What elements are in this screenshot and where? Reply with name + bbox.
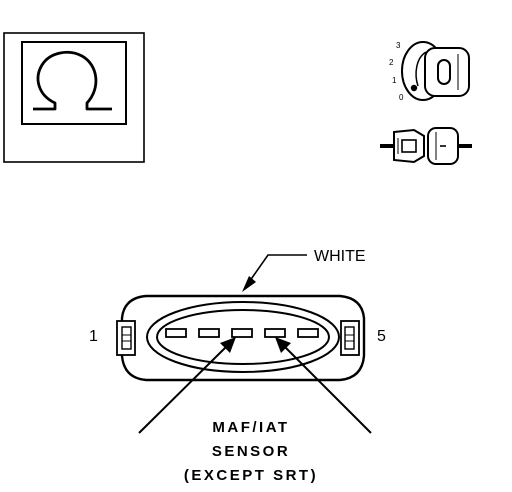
white-wire-callout: WHITE — [242, 248, 366, 292]
leader-arrows — [138, 337, 372, 434]
cavity-5 — [297, 328, 319, 338]
pin-5-label: 5 — [377, 328, 386, 345]
right-latch — [340, 320, 360, 356]
ohm-icon — [33, 50, 112, 111]
terminal-cavities — [165, 328, 319, 338]
pin-1-label: 1 — [89, 328, 98, 345]
ignition-position-1: 1 — [392, 76, 397, 85]
ignition-position-3: 3 — [396, 41, 401, 50]
caption-line-1: MAF/IAT — [212, 419, 289, 436]
cavity-3 — [231, 328, 253, 338]
ignition-position-2: 2 — [389, 58, 394, 67]
left-latch — [116, 320, 136, 356]
caption-line-3: (EXCEPT SRT) — [184, 467, 318, 484]
ohmmeter-panel — [3, 32, 145, 163]
connector-disconnect-icon — [380, 127, 472, 165]
wire-color-label: WHITE — [314, 248, 366, 265]
cavity-2 — [198, 328, 220, 338]
cavity-4 — [264, 328, 286, 338]
caption-line-2: SENSOR — [212, 443, 290, 460]
ignition-key-icon: 3 2 1 0 — [389, 41, 470, 102]
maf-iat-connector — [116, 294, 366, 382]
cavity-1 — [165, 328, 187, 338]
ignition-position-0: 0 — [399, 93, 404, 102]
sensor-caption: MAF/IAT SENSOR (EXCEPT SRT) — [184, 419, 318, 484]
